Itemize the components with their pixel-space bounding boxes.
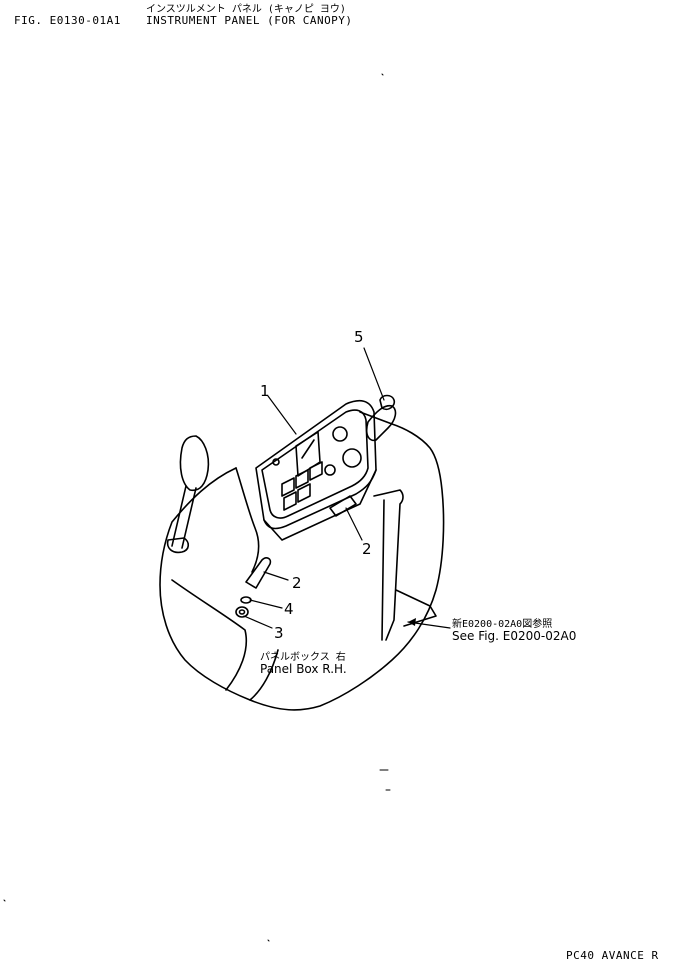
leader-2-upper [345, 507, 363, 541]
lever-knob [179, 435, 210, 492]
callout-2-upper: 2 [362, 540, 372, 558]
leader-3 [243, 615, 273, 629]
lever-base [166, 537, 190, 554]
console-body [159, 411, 445, 711]
leader-5 [363, 347, 385, 401]
panel-button [324, 464, 336, 476]
key-switch [365, 404, 397, 442]
reference-note-english: See Fig. E0200-02A0 [452, 629, 577, 643]
leader-1 [267, 395, 297, 435]
figure-id: FIG. E0130-01A1 [14, 14, 121, 27]
panel-switches [281, 461, 323, 511]
panel-light [272, 458, 280, 466]
panel-meter [295, 431, 321, 477]
reference-note-japanese: 新E0200-02A0図参照 [452, 619, 553, 630]
stay-bracket [373, 489, 437, 641]
callout-4: 4 [284, 600, 294, 618]
panel-gauge-small [332, 426, 348, 442]
clip-part [245, 557, 272, 589]
panel-bracket [329, 495, 357, 517]
callout-5: 5 [354, 328, 364, 346]
panel-box-label-english: Panel Box R.H. [260, 662, 347, 676]
panel-box-label-japanese: パネルボックス 右 [260, 652, 346, 663]
panel-housing-bottom [263, 469, 377, 541]
console-fold [249, 649, 279, 701]
key-cap [379, 394, 396, 411]
panel-gauge-big [342, 448, 362, 468]
panel-face [261, 409, 369, 519]
console-inner-edge [171, 579, 248, 691]
nut [235, 606, 249, 618]
callout-2-lower: 2 [292, 574, 302, 592]
mark [3, 73, 391, 942]
console-side [235, 467, 260, 573]
leader-2-lower [263, 571, 289, 581]
callout-3: 3 [274, 624, 284, 642]
leader-ref-arrow [408, 618, 416, 626]
panel-meter-needle [301, 439, 315, 459]
title-english: INSTRUMENT PANEL (FOR CANOPY) [146, 14, 353, 27]
nut-inner [238, 609, 246, 615]
title-japanese: インスツルメント パネル (キャノピ ヨウ) [146, 4, 346, 15]
callout-1: 1 [260, 382, 270, 400]
model-footer: PC40 AVANCE R [566, 949, 659, 962]
leader-4 [249, 599, 283, 609]
